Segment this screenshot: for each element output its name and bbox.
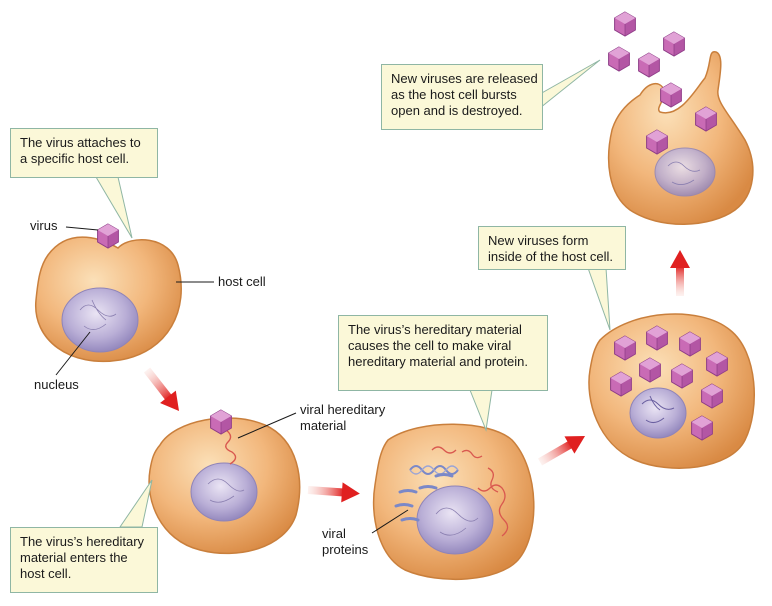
viral-hereditary-material-strand — [225, 429, 237, 465]
callout-attach: The virus attaches to a specific host ce… — [10, 128, 158, 178]
nucleus — [629, 387, 687, 439]
callout-line: as the host cell bursts — [391, 87, 517, 102]
label-line: viral hereditary — [300, 402, 386, 417]
label-line: material — [300, 418, 347, 433]
host-cell-burst — [607, 51, 754, 225]
label-line: proteins — [322, 542, 369, 557]
arrow-1 — [143, 367, 180, 411]
callout-enters: The virus’s hereditary material enters t… — [10, 527, 158, 593]
label-virus: virus — [30, 218, 58, 233]
label-line: viral — [322, 526, 346, 541]
cell-form — [588, 313, 755, 469]
callout-pointers — [95, 59, 611, 528]
label-viral-hereditary-material: viral hereditary material — [300, 402, 385, 434]
callout-line: New viruses are released — [391, 71, 538, 86]
callout-line: material enters the — [20, 550, 128, 565]
nucleus — [654, 147, 716, 197]
nucleus — [416, 485, 494, 555]
callout-causes: The virus’s hereditary material causes t… — [338, 315, 548, 391]
arrow-4 — [670, 250, 690, 296]
viral-proteins-group — [394, 473, 454, 522]
label-viral-proteins: viral proteins — [322, 526, 368, 558]
callout-released: New viruses are released as the host cel… — [381, 64, 543, 130]
cell-released — [607, 11, 754, 225]
leader-lines — [55, 226, 409, 534]
cell-causes — [372, 423, 535, 581]
nucleus — [190, 462, 258, 522]
arrow-2 — [307, 482, 360, 503]
label-nucleus: nucleus — [34, 377, 79, 392]
callout-line: The virus’s hereditary material — [348, 322, 522, 337]
callout-line: causes the cell to make viral — [348, 338, 512, 353]
cell-attach — [35, 223, 182, 363]
callout-line: The virus’s hereditary — [20, 534, 145, 549]
process-arrows — [143, 250, 690, 503]
callout-form: New viruses form inside of the host cell… — [478, 226, 626, 270]
callout-line: a specific host cell. — [20, 151, 130, 166]
callout-line: host cell. — [20, 566, 72, 581]
callout-line: New viruses form — [488, 233, 589, 248]
callout-line: open and is destroyed. — [391, 103, 523, 118]
callout-line: inside of the host cell. — [488, 249, 614, 264]
callout-line: hereditary material and protein. — [348, 354, 528, 369]
cell-enters — [148, 409, 301, 555]
label-host-cell: host cell — [218, 274, 266, 289]
callout-line: The virus attaches to — [20, 135, 141, 150]
nucleus — [61, 287, 139, 353]
arrow-3 — [538, 436, 586, 466]
